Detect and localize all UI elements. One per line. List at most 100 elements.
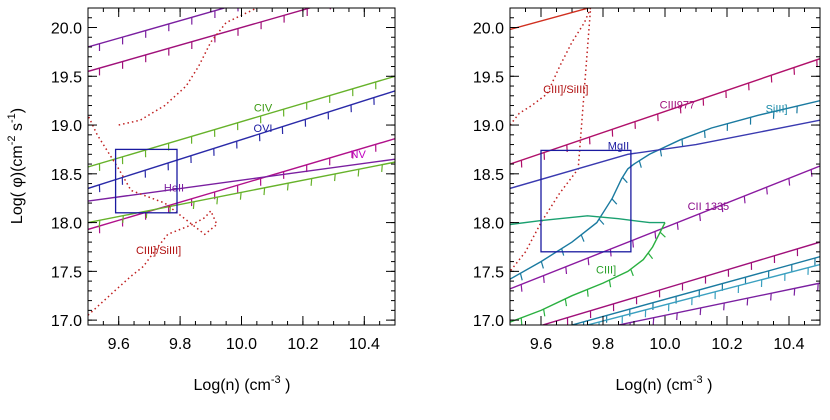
series-label-siiii-: SiIII]: [766, 103, 788, 115]
y-tick-label: 18.0: [51, 216, 82, 233]
plot-frame: [509, 7, 821, 326]
series-line-0: [88, 8, 227, 48]
y-tick-label: 17.5: [473, 264, 504, 281]
y-tick-label: 20.0: [473, 21, 504, 38]
series-label-civ: CIV: [254, 102, 273, 114]
series-tick-mark: [632, 240, 634, 248]
series-line-heii: [88, 158, 395, 202]
y-axis-title: Log( φ)(cm-2 s-1): [6, 108, 26, 224]
y-tick-label: 18.0: [473, 216, 504, 233]
plot-area: [510, 8, 820, 325]
series-label-heii: HeII: [164, 182, 184, 194]
series-tick-mark: [817, 283, 819, 291]
series-tick-mark: [676, 222, 679, 230]
series-tick-mark: [540, 261, 544, 269]
series-tick-mark: [334, 173, 336, 182]
series-tick-mark: [699, 213, 701, 222]
series-tick-mark: [676, 312, 678, 321]
series-label-mgii: MgII: [608, 140, 629, 152]
y-tick-label: 19.0: [51, 118, 82, 135]
series-tick-mark: [587, 257, 590, 266]
series-label-ciii-siiii-: CIII]/SiIII]: [136, 245, 181, 257]
x-tick-label: 10.4: [773, 336, 804, 353]
series-tick-mark: [659, 231, 666, 238]
series-line-8: [540, 241, 820, 325]
series-tick-mark: [598, 218, 605, 225]
series-line-civ: [88, 75, 395, 168]
series-tick-mark: [357, 169, 360, 177]
series-tick-mark: [766, 187, 768, 195]
x-tick-label: 10.0: [226, 336, 257, 353]
y-tick-label: 19.0: [473, 118, 504, 135]
series-tick-mark: [520, 317, 523, 325]
series-tick-mark: [652, 317, 655, 325]
series-line-mgii: [510, 119, 820, 190]
region-box: [540, 149, 632, 253]
y-tick-label: 19.5: [51, 69, 82, 86]
series-tick-mark: [746, 298, 749, 306]
x-axis-title-right: Log(n) (cm-3 ): [616, 374, 713, 394]
series-tick-mark: [564, 298, 568, 307]
series-tick-mark: [721, 204, 724, 213]
series-line-ciii977: [510, 58, 820, 165]
series-line-nv: [88, 138, 395, 231]
series-tick-mark: [543, 309, 546, 317]
x-tick-label: 9.6: [108, 336, 130, 353]
series-tick-mark: [310, 178, 313, 186]
series-tick-mark: [703, 130, 706, 138]
series-line-ciii-siiii-: [510, 8, 592, 272]
y-tick-label: 17.0: [473, 313, 504, 330]
series-line-0: [510, 8, 592, 31]
series-tick-mark: [286, 183, 289, 191]
y-tick-label: 17.0: [51, 313, 82, 330]
series-tick-mark: [622, 176, 628, 184]
series-line-6: [510, 215, 665, 226]
series-tick-mark: [122, 215, 124, 223]
series-line-11: [618, 282, 820, 325]
series-tick-mark: [608, 279, 612, 288]
y-tick-label: 18.5: [473, 167, 504, 184]
series-tick-mark: [810, 169, 813, 177]
series-tick-mark: [743, 195, 746, 204]
series-tick-mark: [659, 149, 663, 157]
series-label-cii-1335: CII 1335: [688, 201, 730, 213]
series-tick-mark: [145, 210, 148, 219]
series-tick-mark: [565, 266, 568, 275]
x-tick-label: 9.6: [530, 336, 552, 353]
series-tick-mark: [381, 164, 383, 172]
series-tick-mark: [793, 288, 796, 296]
series-tick-mark: [586, 289, 589, 297]
series-label-ciii-: CIII]: [596, 264, 616, 276]
series-tick-mark: [542, 275, 545, 283]
x-tick-label: 10.4: [349, 336, 380, 353]
series-tick-mark: [654, 231, 657, 239]
series-tick-mark: [98, 220, 101, 228]
x-tick-label: 9.8: [592, 336, 614, 353]
series-line-9: [571, 256, 820, 325]
series-line-ciii-siiii-: [88, 114, 218, 316]
x-tick-label: 10.2: [711, 336, 742, 353]
series-label-ciii-siiii-: CIII]/SiIII]: [543, 84, 588, 96]
y-tick-label: 17.5: [51, 264, 82, 281]
right-panel: CIII]/SiIII] CIII977 SiIII] MgII CII 1335CII…: [473, 7, 821, 353]
x-tick-label: 9.8: [169, 336, 191, 353]
series-tick-mark: [638, 160, 642, 168]
series-tick-mark: [681, 139, 684, 147]
series-tick-mark: [519, 273, 523, 281]
series-line-ciii-: [510, 222, 666, 323]
series-tick-mark: [192, 201, 195, 210]
series-label-nv: NV: [351, 149, 367, 161]
series-tick-mark: [630, 268, 634, 277]
series-tick-mark: [580, 234, 585, 242]
series-line-cii-1335: [510, 165, 820, 290]
series-line-10: [587, 263, 820, 325]
series-line-8: [118, 8, 258, 126]
series-tick-mark: [216, 197, 219, 205]
series-tick-mark: [699, 307, 702, 316]
series-line-6: [88, 161, 395, 224]
x-tick-label: 10.0: [649, 336, 680, 353]
plot-area: [88, 8, 395, 316]
series-label-ciii977: CIII977: [660, 100, 695, 112]
